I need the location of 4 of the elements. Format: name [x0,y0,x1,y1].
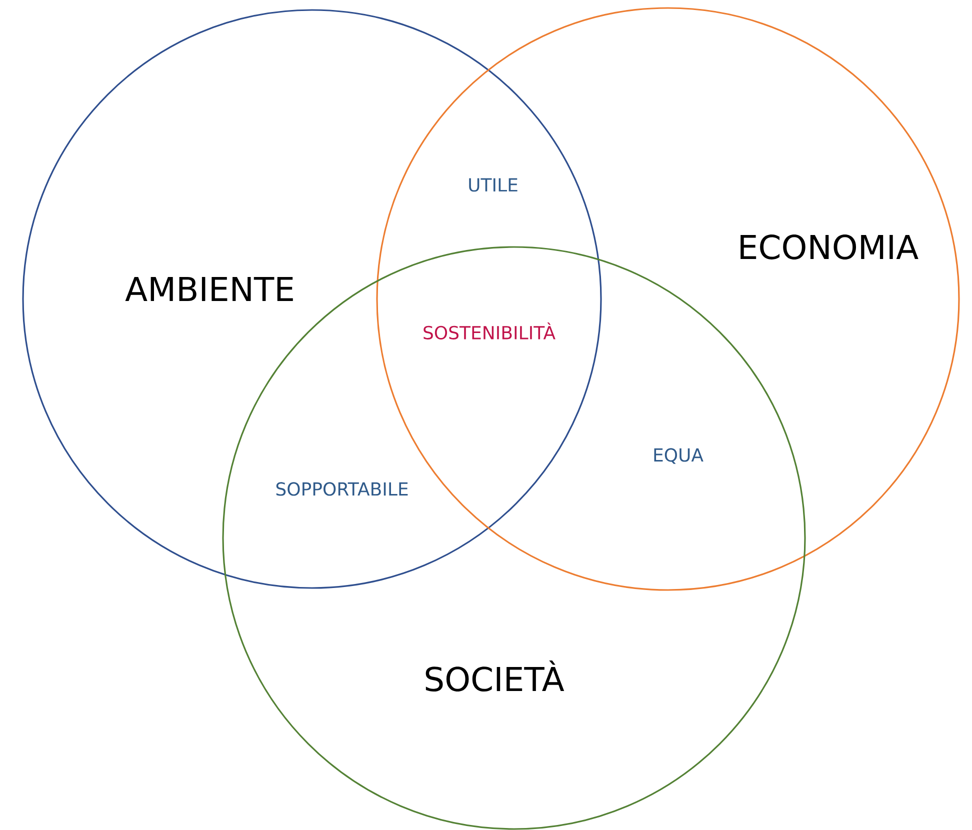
region-label: EQUA [654,448,704,464]
region-label: SOSTENIBILITÀ [424,322,556,340]
region-label: SOPPORTABILE [276,482,408,496]
region-label: UTILE [469,178,518,192]
